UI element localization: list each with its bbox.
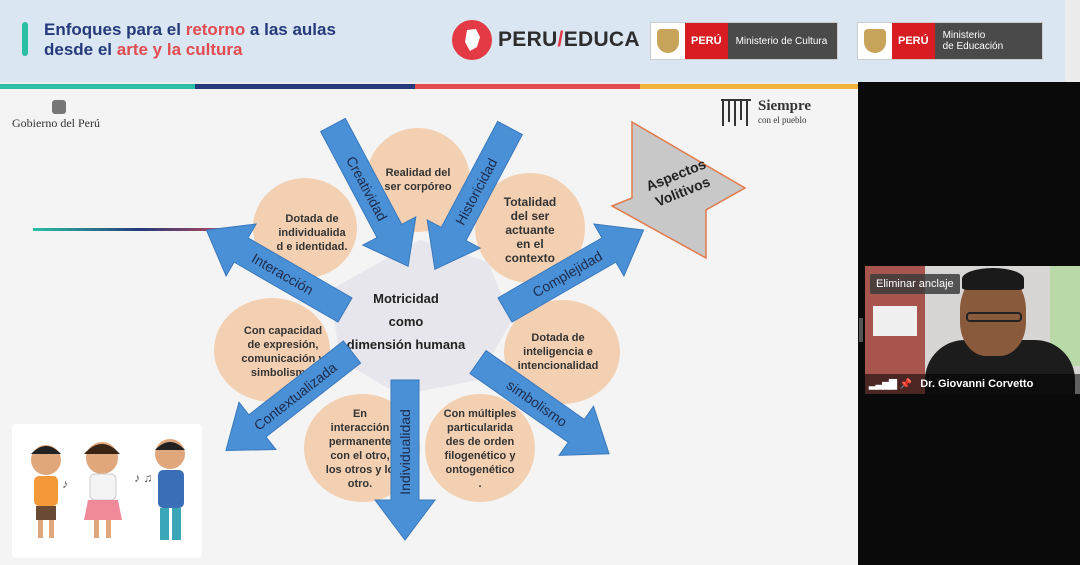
circle-identidad <box>253 178 357 278</box>
child-3-icon <box>155 439 185 540</box>
svg-text:♪: ♪ <box>62 477 68 491</box>
svg-text:♪ ♫: ♪ ♫ <box>134 471 152 485</box>
ministerio-educacion-logo: PERÚ Ministerio de Educación <box>857 22 1043 60</box>
signal-strength-icon: ▂▃▅▇ <box>869 378 897 390</box>
decorative-line <box>33 228 248 231</box>
arrow-individualidad: Individualidad <box>374 379 436 541</box>
coat-of-arms-icon <box>657 29 679 53</box>
children-singing-illustration: ♪ ♫ ♪ <box>12 424 202 558</box>
center-text-line: como <box>389 314 424 329</box>
peru-badge: PERÚ <box>685 23 728 59</box>
perueduca-logo-icon <box>452 20 492 60</box>
circle-inteligencia <box>504 300 620 404</box>
center-text: Motricidad como dimensión humana <box>347 291 466 352</box>
participant-name: Dr. Giovanni Corvetto <box>920 378 1034 390</box>
coat-of-arms-icon <box>864 29 886 53</box>
pin-icon[interactable]: 📌 <box>899 378 913 390</box>
slide-header: Enfoques para el retorno a las aulas des… <box>0 0 1065 82</box>
panel-resize-handle[interactable] <box>859 318 863 342</box>
circle-particularidades <box>425 394 535 502</box>
arrow-aspectos-volitivos: Aspectos Volitivos <box>610 120 747 260</box>
ministry-name: Ministerio de Cultura <box>727 23 837 59</box>
center-text-line: dimensión humana <box>347 337 466 352</box>
svg-text:Individualidad: Individualidad <box>397 409 413 495</box>
ministry-name: Ministerio de Educación <box>934 23 1042 59</box>
unpin-button[interactable]: Eliminar anclaje <box>870 274 960 294</box>
participant-hair <box>962 268 1024 290</box>
center-text-line: Motricidad <box>373 291 439 306</box>
participant-name-bar: ▂▃▅▇ 📌 Dr. Giovanni Corvetto <box>865 374 1080 394</box>
color-stripe <box>0 84 858 89</box>
circle-totalidad <box>475 173 585 283</box>
center-shape <box>330 240 512 395</box>
perueduca-logo-text: PERU/EDUCA <box>498 28 640 51</box>
header-title: Enfoques para el retorno a las aulas des… <box>44 20 336 59</box>
peru-badge: PERÚ <box>892 23 935 59</box>
siempre-logo-icon <box>721 99 751 126</box>
participant-glasses <box>966 312 1022 322</box>
title-accent-bar <box>22 22 28 56</box>
child-1-icon <box>31 445 61 538</box>
gobierno-emblem-icon <box>52 100 66 114</box>
diagram-circles <box>214 128 620 502</box>
child-2-icon <box>84 442 122 538</box>
ministerio-cultura-logo: PERÚ Ministerio de Cultura <box>650 22 838 60</box>
gobierno-del-peru-label: Gobierno del Perú <box>12 116 100 130</box>
